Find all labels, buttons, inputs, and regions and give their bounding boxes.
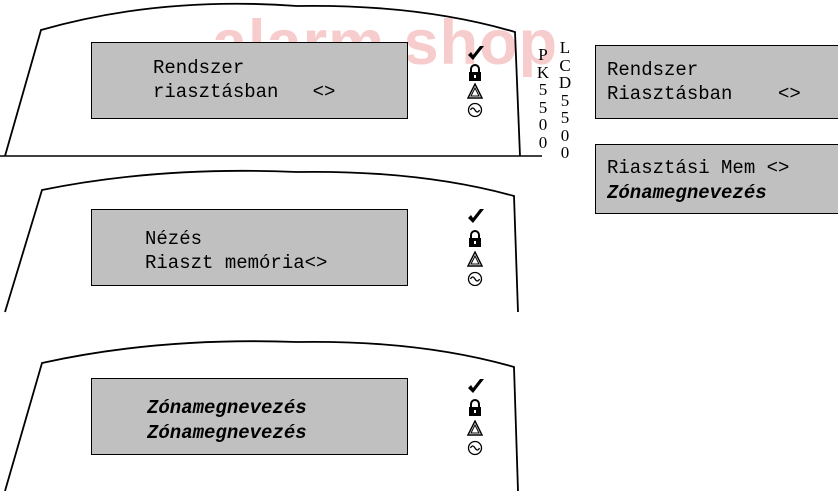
checkmark-icon [468,46,484,60]
lcd-display-1: Rendszer Riasztásban <> [595,45,838,119]
lcd-display-1-line-2: Riasztásban <> [607,83,801,105]
warning-triangle-icon [467,83,483,99]
keypad-2-line-2: Riaszt memória<> [145,252,328,274]
lcd-display-1-line-1: Rendszer [607,59,699,81]
keypad-2-line-1: Nézés [145,228,203,250]
lcd5500-char: 5 [560,108,570,127]
pk5500-char: 0 [538,115,548,134]
pk5500-char: P [538,45,548,64]
keypad-1-line-2: riasztásban <> [153,81,336,103]
lcd5500-char: L [559,38,571,57]
lcd5500-column: L C D 5 5 0 0 [558,39,572,162]
checkmark-icon [468,209,484,223]
lock-icon [469,230,481,247]
warning-triangle-icon [467,251,483,267]
pk5500-column: P K 5 5 0 0 [536,46,550,151]
keypad-3-line-2: Zónamegnevezés [147,422,307,444]
keypad-3-lcd: Zónamegnevezés Zónamegnevezés [91,378,408,455]
lcd5500-char: C [559,55,571,75]
pk5500-char: 5 [538,97,548,117]
keypad-2-outline [4,169,519,313]
lcd5500-char: D [558,73,572,92]
warning-triangle-icon [467,420,483,436]
pk5500-char: 0 [538,132,548,152]
pk5500-char: 5 [538,80,548,99]
checkmark-icon [468,379,484,393]
ac-power-icon [467,440,483,456]
ac-power-icon [467,102,483,118]
lock-icon [469,399,481,416]
lcd-display-2-line-2: Zónamegnevezés [607,182,767,204]
lcd-display-2: Riasztási Mem <> Zónamegnevezés [595,144,838,214]
lcd5500-char: 0 [560,125,570,145]
lcd5500-char: 5 [560,90,570,110]
keypad-2-lcd: Nézés Riaszt memória<> [91,209,408,286]
keypad-3-line-1: Zónamegnevezés [147,397,307,419]
keypad-1-outline [4,2,521,157]
keypad-3-outline [4,340,519,491]
lcd5500-char: 0 [560,143,570,162]
lock-icon [469,64,481,81]
ac-power-icon [467,271,483,287]
keypad-1-line-1: Rendszer [153,57,245,79]
pk5500-char: K [536,62,550,82]
keypad-1-lcd: Rendszer riasztásban <> [91,42,408,119]
lcd-display-2-line-1: Riasztási Mem <> [607,157,790,179]
